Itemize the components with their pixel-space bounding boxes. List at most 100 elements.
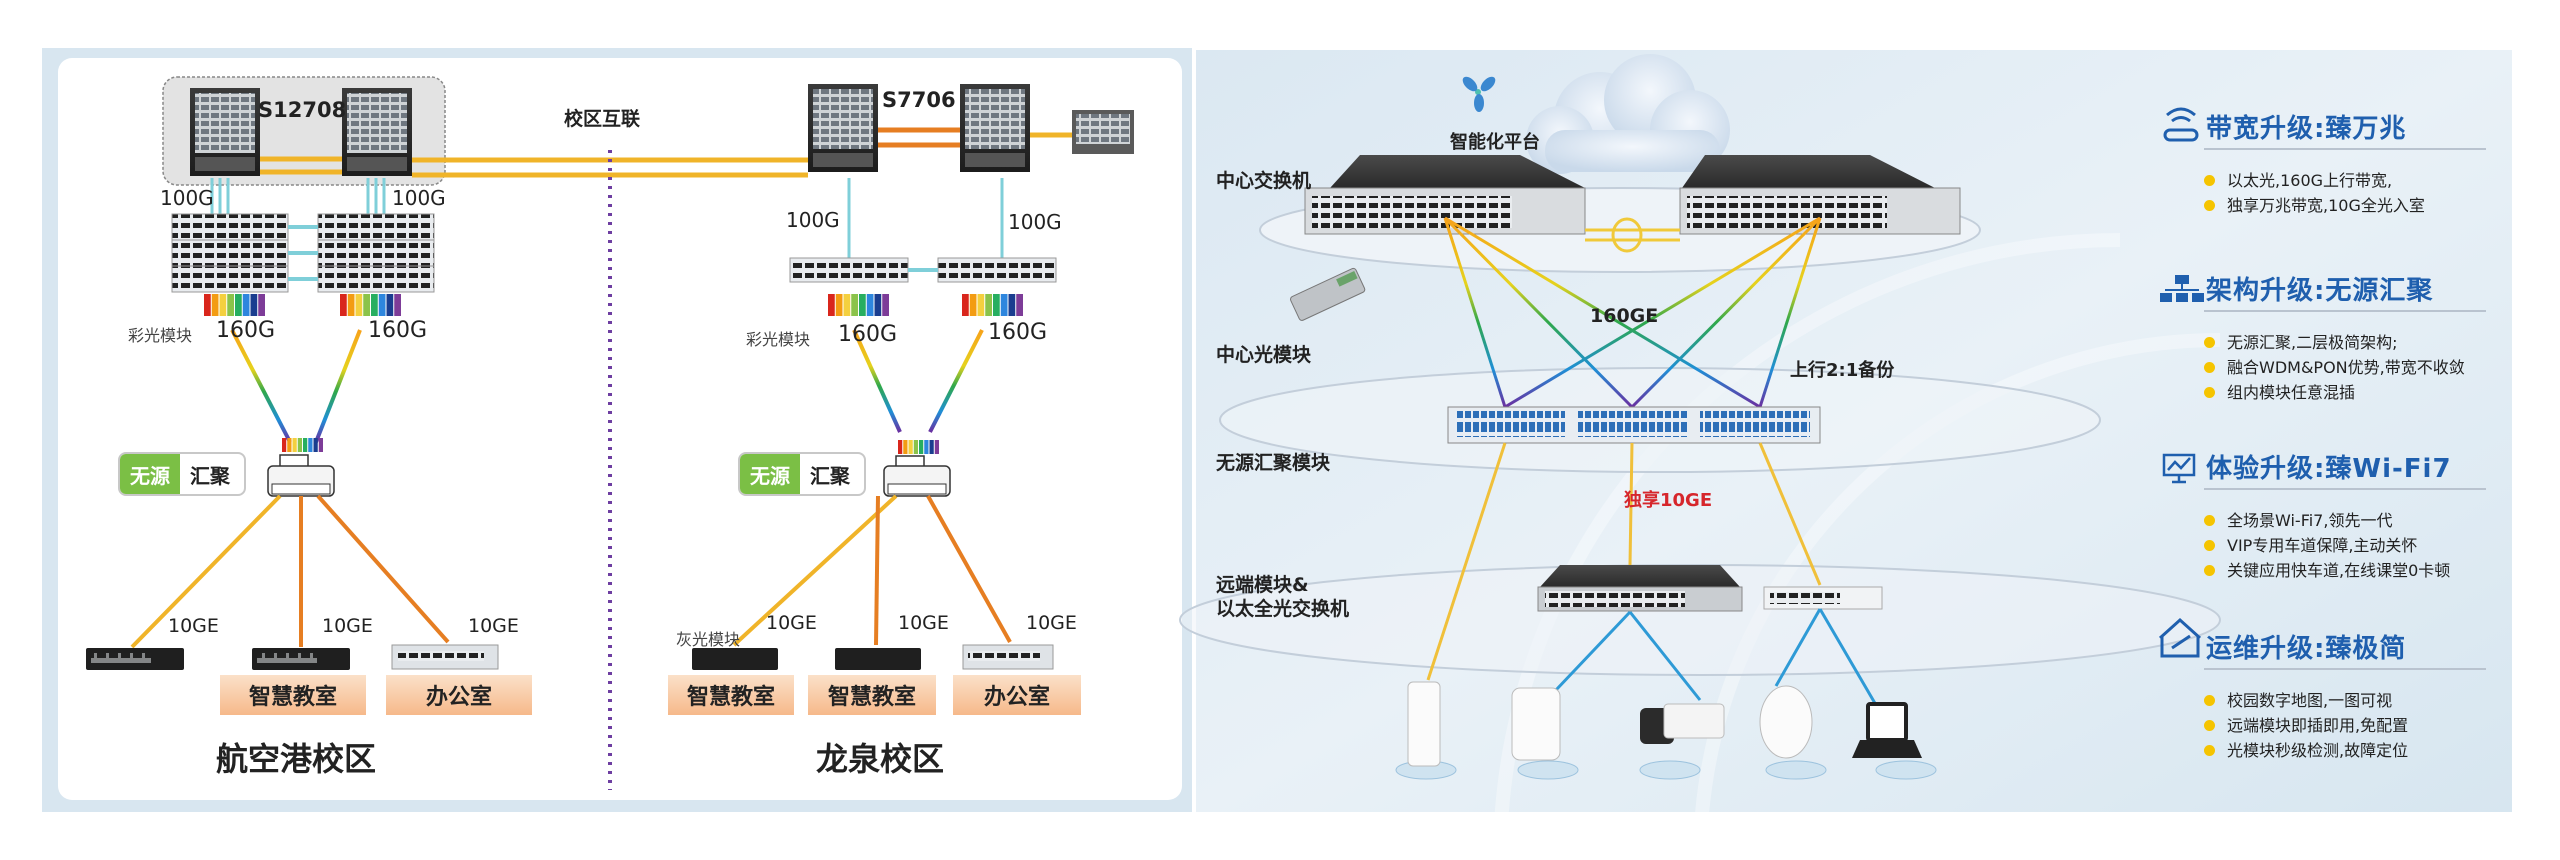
optic-lane [1000, 294, 1008, 316]
optic-lane [235, 294, 242, 316]
access-speed-b1: 10GE [766, 612, 817, 634]
house-wrench-icon [2158, 617, 2202, 658]
passive-agg-optics-a [282, 438, 323, 452]
fiber-mesh-160ge [1443, 216, 1822, 409]
optic-lane [318, 438, 323, 452]
feature-title: 运维升级:臻极简 [2206, 633, 2407, 664]
access-speed-b2: 10GE [898, 612, 949, 634]
optic-lane [851, 294, 858, 316]
remote-module-switch [1763, 586, 1883, 610]
passive-agg-device-b [883, 455, 951, 497]
campus-name-b: 龙泉校区 [816, 740, 945, 778]
passive-agg-tag-a: 无源 汇聚 [118, 452, 246, 496]
uplink-label-a-left: 100G [160, 186, 214, 210]
feature-item: 全场景Wi-Fi7,领先一代 [2204, 508, 2510, 533]
interconnect-label: 校区互联 [564, 108, 641, 130]
optic-lane [250, 294, 258, 316]
uplink-label-b-left: 100G [786, 208, 840, 232]
cloud-platform [1526, 54, 1730, 174]
optic-lane [903, 440, 908, 454]
optic-lane [355, 294, 363, 316]
feature-operations: 运维升级:臻极简 校园数字地图,一图可视 远端模块即插即用,免配置 光模块秒级检… [2160, 626, 2510, 763]
feature-title: 带宽升级:臻万兆 [2206, 113, 2407, 144]
exclusive-10ge-label: 独享10GE [1624, 490, 1713, 511]
ethernet-switch-remote [1537, 565, 1743, 612]
optic-lane [219, 294, 227, 316]
drop-a1 [130, 494, 282, 649]
core-model-a: S12708 [258, 98, 347, 122]
agg-switch-b1 [789, 257, 909, 283]
optic-lane [913, 440, 918, 454]
fiber-to-remote [1758, 442, 1822, 586]
passive-tag-green: 无源 [120, 454, 180, 494]
optic-lane [1016, 294, 1023, 316]
link-160ge-label: 160GE [1590, 305, 1659, 327]
feature-title: 架构升级:无源汇聚 [2206, 275, 2434, 306]
gray-module-label: 灰光模块 [676, 630, 741, 649]
outdoor-ap-icon [1395, 681, 1457, 780]
optic-lane [934, 440, 939, 454]
hierarchy-icon [2160, 275, 2204, 302]
core-switch-right [1679, 155, 1961, 235]
optic-lane [292, 438, 297, 452]
agg-switch-stack-a-left [171, 213, 289, 293]
feature-architecture: 架构升级:无源汇聚 无源汇聚,二层极简架构; 融合WDM&PON优势,带宽不收敛… [2160, 268, 2510, 405]
passive-agg-tag-b: 无源 汇聚 [738, 452, 866, 496]
optic-lane [924, 440, 929, 454]
access-speed-a1: 10GE [168, 615, 219, 637]
access-switch-b2 [835, 648, 921, 670]
core-model-b: S7706 [882, 88, 956, 112]
optic-lane [835, 294, 843, 316]
access-speed-b3: 10GE [1026, 612, 1077, 634]
feature-item: 组内模块任意混插 [2204, 380, 2510, 405]
passive-agg-device-a [267, 454, 335, 497]
optic-lane [378, 294, 386, 316]
feature-item: 以太光,160G上行带宽, [2204, 168, 2510, 193]
passive-tag-white: 汇聚 [190, 463, 230, 488]
stack-ring [1611, 217, 1643, 253]
color-optic-module-b1 [828, 294, 889, 316]
passive-agg-module-row [1447, 406, 1821, 444]
fiber-160ge-4 [1630, 216, 1822, 409]
core-chassis-a1 [190, 88, 260, 176]
feature-bandwidth: 带宽升级:臻万兆 以太光,160G上行带宽, 独享万兆带宽,10G全光入室 [2160, 106, 2510, 218]
optic-lane [908, 440, 913, 454]
optic-lane [227, 294, 234, 316]
indoor-ap-icon [1511, 687, 1579, 780]
room-office-b: 办公室 [953, 675, 1081, 715]
feature-item: 独享万兆带宽,10G全光入室 [2204, 193, 2510, 218]
optic-lane [866, 294, 874, 316]
color-optic-module-b2 [962, 294, 1023, 316]
room-office-a: 办公室 [386, 675, 532, 715]
layer-label-core-optics: 中心光模块 [1216, 344, 1312, 366]
feature-item: VIP专用车道保障,主动关怀 [2204, 533, 2510, 558]
optic-lane [882, 294, 889, 316]
optic-lane [919, 440, 924, 454]
monitor-chart-icon [2162, 453, 2196, 484]
optic-lane [297, 438, 302, 452]
color-optic-module-a1 [204, 294, 265, 316]
core-chassis-b1 [808, 84, 878, 172]
optic-lane [386, 294, 394, 316]
optic-lane [993, 294, 1000, 316]
access-speed-a3: 10GE [468, 615, 519, 637]
optic-lane [204, 294, 211, 316]
camera-icon [1639, 703, 1725, 780]
fiber-to-switch [1628, 442, 1634, 566]
fiber-160ge-0 [1443, 217, 1507, 408]
color-module-label-a: 彩光模块 [128, 326, 193, 345]
optic-lane [898, 440, 903, 454]
feature-item: 远端模块即插即用,免配置 [2204, 713, 2510, 738]
optic-lane [394, 294, 401, 316]
core-switch-left [1304, 155, 1586, 235]
access-speed-a2: 10GE [322, 615, 373, 637]
optic-lane [1008, 294, 1016, 316]
speed-label-b-right: 160G [988, 320, 1048, 345]
uplink-label-a-right: 100G [392, 186, 446, 210]
layer-label-remote-2: 以太全光交换机 [1216, 598, 1350, 620]
optic-lane [211, 294, 219, 316]
drop-b2 [874, 495, 880, 646]
fiber-160g-a2 [314, 329, 362, 443]
core-chassis-b2 [960, 84, 1030, 172]
